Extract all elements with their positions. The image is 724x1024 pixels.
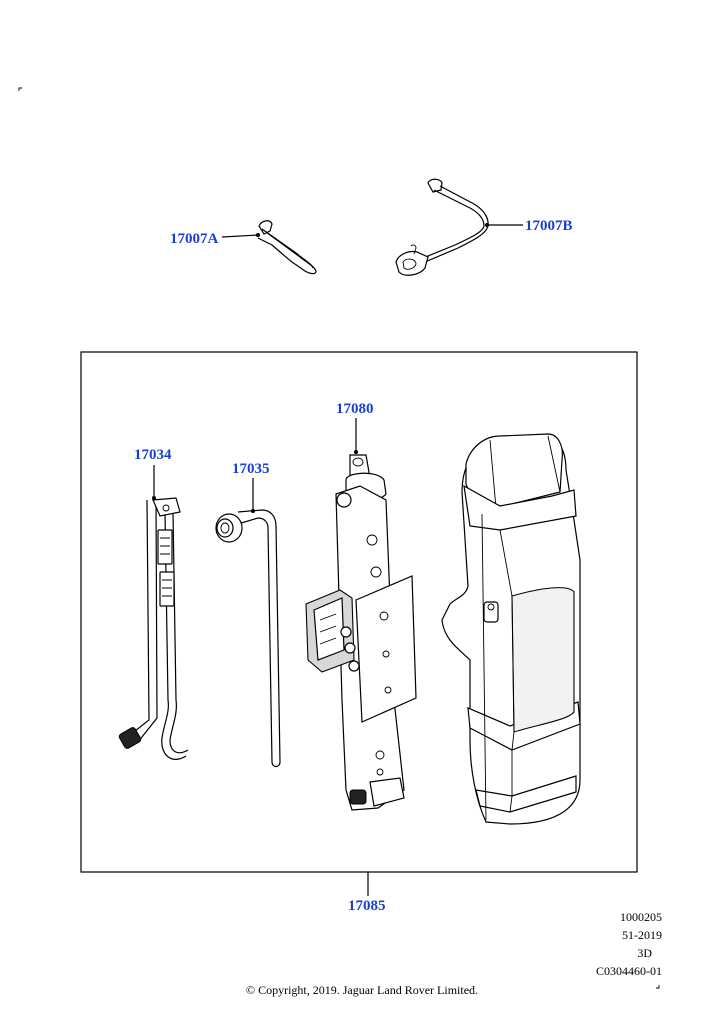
- tool-storage-bag[interactable]: [441, 433, 581, 825]
- ref-code-1: 1000205: [620, 910, 662, 924]
- ref-code-3: 3D: [637, 946, 652, 960]
- part-17034-handle[interactable]: [118, 465, 189, 760]
- callout-17007a[interactable]: 17007A: [170, 231, 219, 247]
- corner-mark-top-left: [18, 87, 22, 91]
- part-17007b-bracket[interactable]: [395, 178, 523, 276]
- kit-frame: [80, 351, 638, 873]
- part-17007a-bracket[interactable]: [221, 220, 317, 275]
- ref-code-2: 51-2019: [622, 928, 662, 942]
- ref-code-4: C0304460-01: [596, 964, 662, 978]
- copyright-notice: © Copyright, 2019. Jaguar Land Rover Lim…: [245, 983, 479, 997]
- callout-17035[interactable]: 17035: [232, 461, 270, 477]
- part-17035-wrench[interactable]: [215, 478, 281, 768]
- corner-mark-bottom-right: [656, 985, 660, 989]
- callout-17034[interactable]: 17034: [134, 447, 172, 463]
- callout-17085[interactable]: 17085: [348, 898, 386, 914]
- part-17080-jack[interactable]: [305, 418, 417, 811]
- callout-17080[interactable]: 17080: [336, 401, 374, 417]
- callout-17007b[interactable]: 17007B: [525, 218, 573, 234]
